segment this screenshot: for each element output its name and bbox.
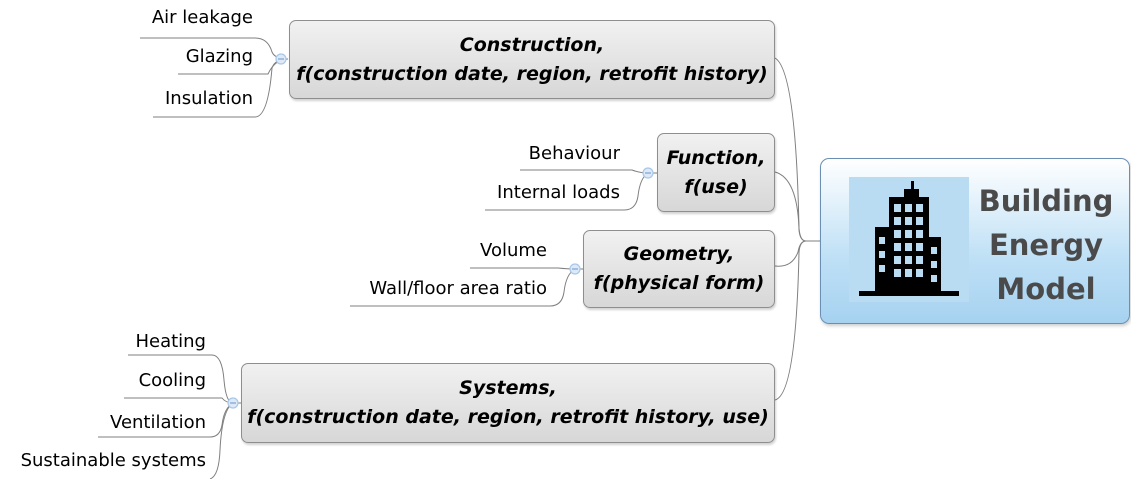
node-systems[interactable]: Systems, f(construction date, region, re…	[241, 363, 775, 443]
node-systems-title: Systems,	[459, 377, 557, 399]
node-construction-title: Construction,	[459, 33, 605, 56]
central-title-line2: Energy	[988, 228, 1104, 262]
leaf-internal-loads[interactable]: Internal loads	[497, 182, 620, 203]
leaf-line-cooling	[124, 397, 241, 404]
leaf-heating[interactable]: Heating	[135, 331, 206, 352]
leaf-volume[interactable]: Volume	[480, 240, 547, 261]
central-title-line1: Building	[978, 184, 1114, 218]
leaf-insulation[interactable]: Insulation	[164, 88, 253, 109]
node-function-subtitle: f(use)	[684, 175, 748, 198]
leaf-ventilation[interactable]: Ventilation	[110, 412, 206, 433]
node-function-title: Function,	[666, 146, 766, 169]
leaf-wall-floor-area-ratio[interactable]: Wall/floor area ratio	[369, 278, 547, 299]
leaf-glazing[interactable]: Glazing	[185, 46, 253, 67]
node-construction-subtitle: f(construction date, region, retrofit hi…	[296, 62, 768, 85]
central-title: Building Energy Model	[971, 179, 1121, 311]
building-icon	[849, 177, 969, 302]
node-geometry-title: Geometry,	[623, 243, 735, 265]
leaf-line-sustainable	[209, 402, 241, 479]
connector-function	[774, 171, 820, 242]
leaf-air-leakage[interactable]: Air leakage	[151, 7, 253, 28]
leaf-cooling[interactable]: Cooling	[138, 370, 206, 391]
node-geometry[interactable]: Geometry, f(physical form)	[583, 230, 775, 308]
central-title-line3: Model	[996, 272, 1096, 306]
leaf-behaviour[interactable]: Behaviour	[528, 143, 620, 164]
node-systems-subtitle: f(construction date, region, retrofit hi…	[247, 406, 769, 428]
connector-systems	[774, 240, 820, 401]
central-topic[interactable]: Building Energy Model	[820, 158, 1130, 324]
leaf-sustainable-systems[interactable]: Sustainable systems	[20, 450, 206, 471]
node-function[interactable]: Function, f(use)	[657, 133, 775, 212]
connector-geometry	[774, 240, 820, 267]
node-geometry-subtitle: f(physical form)	[593, 272, 765, 294]
node-construction[interactable]: Construction, f(construction date, regio…	[289, 20, 775, 99]
leaf-line-behaviour	[520, 169, 657, 174]
leaf-line-volume	[470, 267, 583, 270]
